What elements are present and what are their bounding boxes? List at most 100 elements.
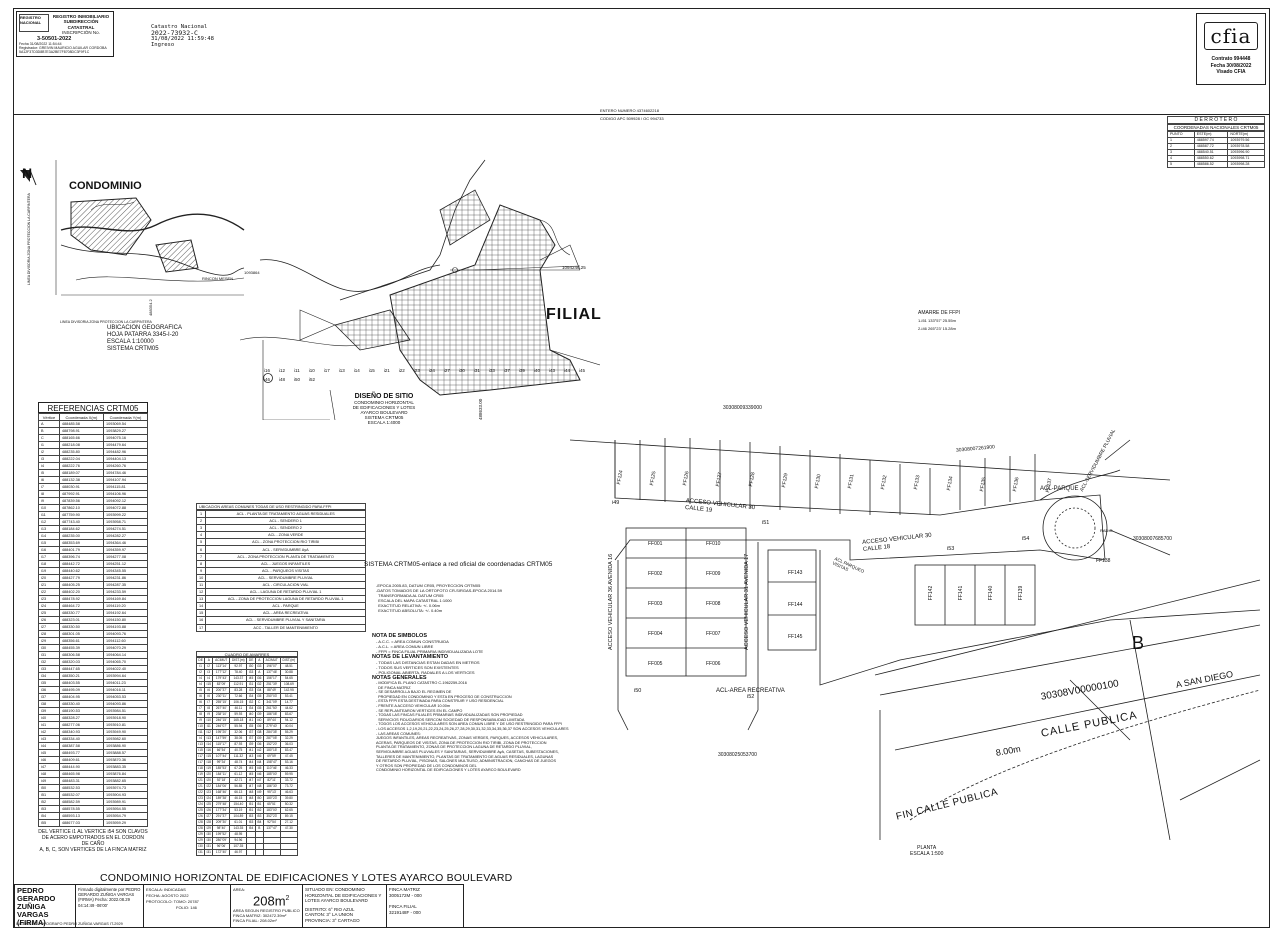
coord-east-label: 488354.2 (148, 299, 153, 316)
survey-notes-list: - TODAS LAS DISTANCIAS ESTAN DADAS EN ME… (372, 660, 608, 675)
symbol-note: - A.C.L. = AREA COMUN LIBRE (376, 644, 434, 649)
general-note: SERVICIOS FIDUCIARIOS SERCOM SOCIEDAD DE… (376, 717, 525, 722)
escala-label: ESCALA: INDICADAS (146, 887, 186, 892)
site-map (240, 159, 600, 420)
cell: i50 (38, 784, 60, 792)
cell: i22 (38, 588, 60, 596)
cfia-date: Fecha 30/08/2022 (1210, 62, 1252, 69)
cell: 1093904.93 (102, 791, 149, 799)
cell: 488455.39 (58, 644, 104, 652)
derrotero-title: D E R R O T E R O (1167, 116, 1265, 124)
area-value: 208m (253, 893, 286, 909)
cell (254, 849, 264, 856)
cell: 1094404.13 (102, 455, 149, 463)
lot-label: FF002 (648, 571, 663, 577)
references-note: DEL VERTICE i1 AL VERTICE i54 SON CLAVOS… (38, 829, 148, 847)
site-point-label: i50 (294, 377, 301, 382)
catastro-plan-number: 2022-73932-C (151, 29, 198, 37)
cell: 1094193.88 (102, 623, 149, 631)
cell: 1093069.54 (102, 420, 149, 428)
cell: 488320.03 (58, 658, 104, 666)
point-b-label: B (1132, 633, 1145, 653)
site-point-label: i24 (428, 368, 435, 373)
general-notes-title: NOTAS GENERALES (372, 675, 427, 681)
plan-view (570, 438, 1261, 840)
cell: i2 (38, 448, 60, 456)
cell: 488485.58 (58, 420, 104, 428)
surveyor-name: PEDRO GERARDO ZUÑIGA VARGAS (FIRMA) (15, 885, 76, 927)
cell: 488440.62 (58, 567, 104, 575)
cell: 488301.05 (58, 630, 104, 638)
lot-label: FF125 (649, 470, 658, 486)
lot-label: FF124 (616, 469, 625, 486)
cell: 46.97 (229, 849, 248, 856)
amarre-block: AMARRE DE FFPI 1-i51 133°57' 25.55m 2-i4… (918, 309, 960, 333)
lot-label: FF005 (648, 661, 663, 667)
amarres-table: DE A ACIMUT DIST.(m) DE A ACIMUT DIST.(m… (195, 657, 299, 856)
lot-label: FF134 (946, 475, 955, 492)
cell: 12 (195, 588, 207, 597)
cell: 1094064.14 (102, 651, 149, 659)
north-arrow-label: N (22, 165, 33, 181)
references-note2: A, B, C, SON VERTICES DE LA FINCA MATRIZ (39, 847, 147, 853)
cell: ACL - PARQUEOS VISITAS (205, 566, 366, 575)
lot-label: FF007 (706, 631, 721, 637)
cell: 1094260.76 (102, 462, 149, 470)
cell: i33 (38, 665, 60, 673)
symbols-list: - A.C.C. = AREA COMUN CONSTRUIDA- A.C.L.… (372, 639, 608, 654)
cell: 488165.66 (58, 434, 104, 442)
cell: 1094150.80 (102, 616, 149, 624)
cell: 488323.01 (58, 616, 104, 624)
registry-registrar: Registrador: GREIVIN MAURICIO AGUILAR CO… (19, 46, 107, 51)
cell: i54 (38, 812, 60, 820)
diseno-line: CONDOMINIO HORIZONTAL (354, 400, 414, 405)
survey-note: - TODAS LAS DISTANCIAS ESTAN DADAS EN ME… (376, 660, 480, 665)
cell: ACL - ZONA DE PROTECCION LAGUNA DE RETAR… (205, 595, 366, 604)
lot-label: FF128 (748, 472, 757, 488)
cell: i51 (38, 791, 60, 799)
cell: 1093918.90 (102, 714, 149, 722)
general-note: DE FINCA MATRIZ (376, 685, 411, 690)
epoch-note-line: EXACTITUD ABSOLUTA: +/- 0.40m (376, 608, 443, 613)
registry-hash: 5A12F37D3D8B7E3A2BE7F8708DC3F9F1C (19, 50, 90, 55)
site-point-label: i23 (413, 368, 420, 373)
general-note: - MODIFICA EL PLANO CATASTRO C-1962259-2… (376, 681, 467, 685)
cell: i30 (38, 644, 60, 652)
entry-number: ENTERO NUMERO 4374602218 (600, 108, 659, 113)
cell: 488444.90 (58, 763, 104, 771)
general-note: - TODAS LAS FINCAS FILIALES PRIMARIAS IN… (376, 713, 523, 718)
cell: 1094093.76 (102, 630, 149, 638)
cell: 487743.40 (58, 518, 104, 526)
cell: 1094065.70 (102, 658, 149, 666)
cell: A (38, 420, 60, 428)
cell: 1093882.65 (102, 777, 149, 785)
cell: i4 (38, 462, 60, 470)
registry-date: Fecha 31/08/2022 11:54:44 (19, 42, 62, 47)
cell: 1094022.40 (102, 665, 149, 673)
site-point-label: i11 (294, 368, 300, 373)
cell: 1093949.90 (102, 728, 149, 736)
cell: 488677.03 (58, 819, 104, 827)
coord-north-label: 1093864 (244, 270, 260, 275)
cell: 488582.59 (58, 798, 104, 806)
cell: i40 (38, 714, 60, 722)
protection-line-label: LINEA DIVISORIA ZONA PROTECCION LA CARPI… (60, 320, 152, 324)
